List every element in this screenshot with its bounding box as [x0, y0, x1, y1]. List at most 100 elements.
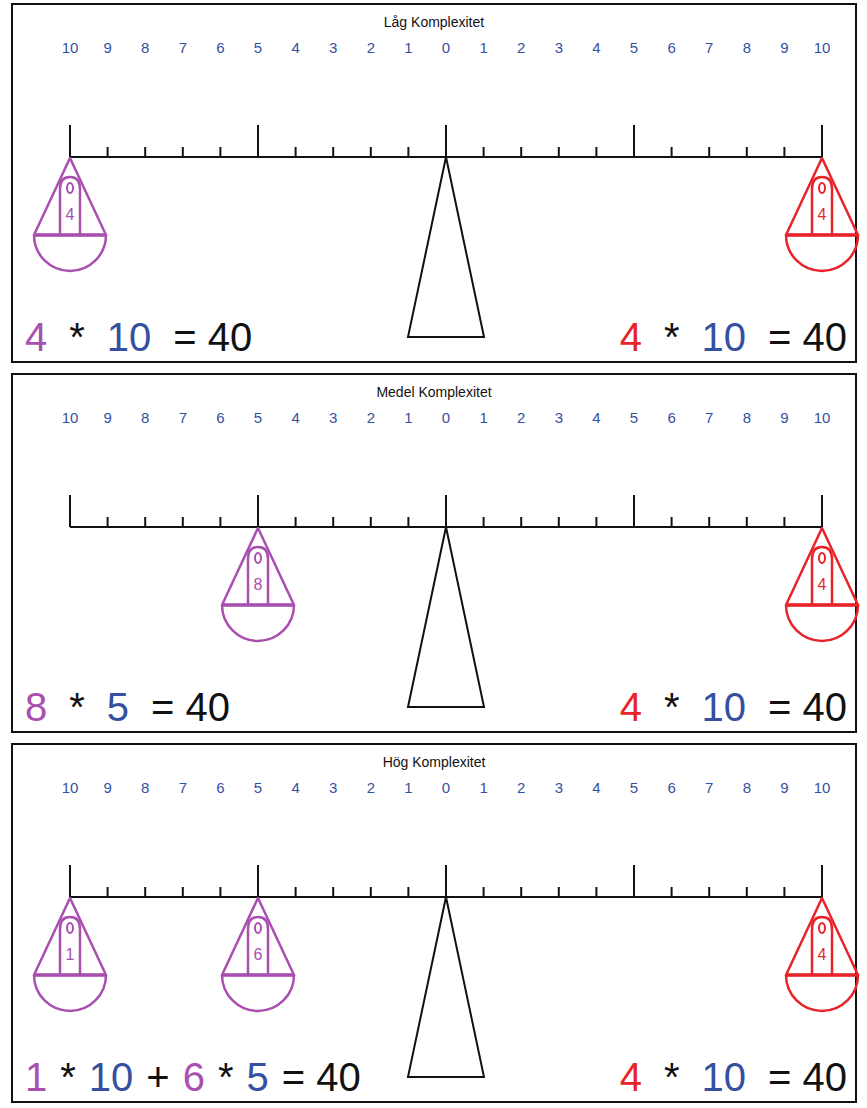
- scale-tick: [558, 887, 560, 897]
- weight-value: 1: [30, 947, 110, 963]
- moment-equation: 1*10+6*5= 40: [25, 1057, 361, 1097]
- scale-tick: [407, 887, 409, 897]
- scale-number: 0: [442, 780, 450, 795]
- equation-term: *: [69, 687, 85, 727]
- hanging-weight: 1: [30, 897, 110, 1017]
- equation-term: 1: [25, 1057, 47, 1097]
- equation-term: = 40: [768, 687, 847, 727]
- hanging-weight: 4: [30, 157, 110, 277]
- equation-term: = 40: [768, 1057, 847, 1097]
- scale-tick: [407, 517, 409, 527]
- scale-number: 8: [743, 40, 751, 55]
- scale-tick: [182, 517, 184, 527]
- equation-term: 6: [183, 1057, 205, 1097]
- equation-term: *: [664, 1057, 680, 1097]
- equation-term: 10: [702, 1057, 747, 1097]
- equation-term: 4: [620, 687, 642, 727]
- scale-number: 7: [705, 40, 713, 55]
- scale-tick: [144, 517, 146, 527]
- balance-panel: Låg Komplexitet4410987654321012345678910…: [11, 3, 857, 363]
- balance-beam: [13, 745, 855, 1101]
- scale-number: 9: [103, 780, 111, 795]
- scale-number: 3: [329, 780, 337, 795]
- scale-number: 5: [254, 780, 262, 795]
- scale-tick: [219, 517, 221, 527]
- hanging-weight: 4: [782, 157, 862, 277]
- panel-title: Medel Komplexitet: [13, 385, 855, 400]
- scale-tick: [746, 887, 748, 897]
- scale-number: 10: [814, 410, 831, 425]
- scale-tick: [144, 887, 146, 897]
- scale-tick: [746, 147, 748, 157]
- equation-term: 5: [107, 687, 129, 727]
- scale-number: 2: [367, 410, 375, 425]
- equation-term: 10: [702, 687, 747, 727]
- scale-number: 9: [103, 410, 111, 425]
- weight-value: 6: [218, 947, 298, 963]
- scale-number: 8: [141, 410, 149, 425]
- scale-tick: [633, 495, 635, 527]
- scale-number: 1: [404, 410, 412, 425]
- scale-number: 2: [517, 40, 525, 55]
- balance-beam: [13, 375, 855, 731]
- equation-term: 4: [620, 1057, 642, 1097]
- scale-number: 7: [179, 40, 187, 55]
- equation-term: 8: [25, 687, 47, 727]
- panel-title: Hög Komplexitet: [13, 755, 855, 770]
- scale-number: 4: [291, 410, 299, 425]
- scale-tick: [483, 517, 485, 527]
- scale-number: 5: [630, 780, 638, 795]
- scale-tick: [257, 125, 259, 157]
- scale-tick: [445, 125, 447, 157]
- scale-tick: [746, 517, 748, 527]
- scale-number: 10: [62, 40, 79, 55]
- scale-number: 2: [367, 780, 375, 795]
- equation-term: *: [664, 687, 680, 727]
- scale-tick: [219, 147, 221, 157]
- equation-term: = 40: [151, 687, 230, 727]
- equation-term: 10: [89, 1057, 134, 1097]
- scale-tick: [257, 495, 259, 527]
- scale-tick: [595, 517, 597, 527]
- equation-term: +: [146, 1057, 169, 1097]
- scale-number: 5: [630, 410, 638, 425]
- scale-tick: [107, 147, 109, 157]
- scale-number: 10: [62, 780, 79, 795]
- scale-tick: [182, 147, 184, 157]
- scale-number: 1: [479, 780, 487, 795]
- scale-number: 3: [555, 40, 563, 55]
- scale-number: 4: [592, 410, 600, 425]
- fulcrum: [408, 527, 484, 707]
- scale-tick: [671, 147, 673, 157]
- scale-tick: [332, 147, 334, 157]
- balance-panel: Medel Komplexitet84109876543210123456789…: [11, 373, 857, 733]
- scale-number: 4: [592, 780, 600, 795]
- equation-term: 5: [247, 1057, 269, 1097]
- scale-tick: [483, 147, 485, 157]
- balance-panel: Hög Komplexitet1641098765432101234567891…: [11, 743, 857, 1103]
- weight-value: 8: [218, 577, 298, 593]
- scale-number: 5: [254, 40, 262, 55]
- scale-tick: [558, 517, 560, 527]
- equation-term: *: [218, 1057, 234, 1097]
- equation-term: *: [60, 1057, 76, 1097]
- scale-number: 1: [479, 410, 487, 425]
- panel-title: Låg Komplexitet: [13, 15, 855, 30]
- scale-tick: [69, 865, 71, 897]
- scale-number: 8: [141, 40, 149, 55]
- scale-tick: [633, 125, 635, 157]
- scale-number: 4: [592, 40, 600, 55]
- scale-number: 0: [442, 410, 450, 425]
- scale-tick: [219, 887, 221, 897]
- scale-tick: [107, 517, 109, 527]
- scale-tick: [520, 887, 522, 897]
- scale-tick: [671, 887, 673, 897]
- weight-value: 4: [782, 577, 862, 593]
- scale-number: 2: [517, 780, 525, 795]
- scale-tick: [445, 865, 447, 897]
- scale-tick: [821, 495, 823, 527]
- equation-term: 4: [25, 317, 47, 357]
- scale-number: 10: [814, 40, 831, 55]
- scale-tick: [370, 887, 372, 897]
